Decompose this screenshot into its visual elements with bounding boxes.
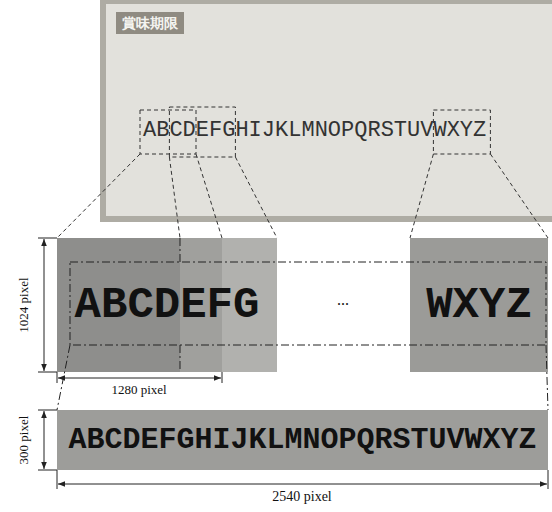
projection-line bbox=[196, 154, 222, 238]
stitched-image bbox=[57, 410, 548, 470]
dimension-label: 1280 pixel bbox=[111, 382, 166, 398]
projection-line bbox=[169, 157, 180, 238]
extension-line bbox=[38, 470, 57, 471]
label-tag: 賞味期限 bbox=[116, 12, 184, 34]
projection-line bbox=[546, 345, 548, 410]
projection-line bbox=[57, 154, 140, 238]
extension-line bbox=[38, 238, 57, 239]
overlap-line bbox=[180, 345, 181, 372]
captured-image: ABCDEFG bbox=[57, 238, 277, 372]
captured-image: WXYZ bbox=[410, 238, 548, 372]
node-text: ABCDEFG bbox=[75, 280, 260, 330]
stitched-image: ABCDEFGHIJKLMNOPQRSTUVWXYZ bbox=[57, 410, 548, 470]
node-text: WXYZ bbox=[426, 280, 532, 330]
dimension-arrow bbox=[58, 378, 221, 379]
extension-line bbox=[38, 372, 57, 373]
label-photo: ABCDEFGHIJKLMNOPQRSTUVWXYZ 賞味期限 bbox=[100, 0, 552, 222]
dimension-arrow bbox=[44, 239, 45, 371]
overlap-line bbox=[180, 238, 181, 262]
dimension-label: 1024 pixel bbox=[16, 277, 32, 332]
extension-line bbox=[222, 372, 223, 383]
extension-line bbox=[57, 470, 58, 489]
node-text: ABCDEFGHIJKLMNOPQRSTUVWXYZ bbox=[68, 422, 536, 458]
extension-line bbox=[57, 372, 58, 383]
extension-line bbox=[548, 470, 549, 489]
dimension-arrow bbox=[58, 484, 547, 485]
captured-image bbox=[410, 238, 548, 372]
node-text: 賞味期限 bbox=[122, 14, 178, 32]
node-text: ABCDEFGHIJKLMNOPQRSTUVWXYZ bbox=[143, 118, 486, 144]
projection-line bbox=[490, 154, 548, 238]
dimension-label: 300 pixel bbox=[16, 416, 32, 465]
extension-line bbox=[38, 410, 57, 411]
dimension-arrow bbox=[44, 411, 45, 469]
dimension-label: 2540 pixel bbox=[272, 489, 332, 505]
projection-line bbox=[235, 157, 277, 238]
projection-line bbox=[410, 154, 433, 238]
ellipsis: ... bbox=[337, 292, 349, 308]
label-photo bbox=[100, 0, 552, 222]
stitch-region bbox=[70, 262, 546, 345]
label-face bbox=[106, 4, 552, 216]
